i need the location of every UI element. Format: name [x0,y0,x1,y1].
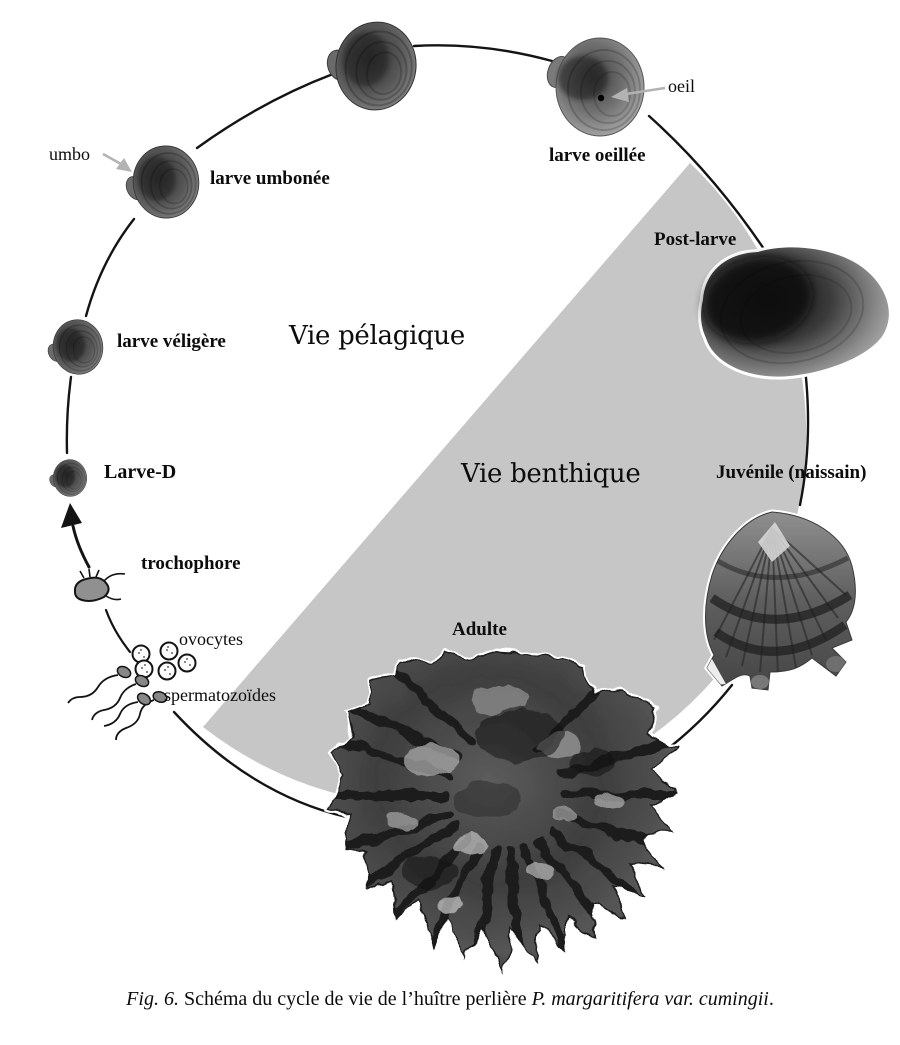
stage-label-post-larve: Post-larve [654,229,737,250]
umbo-arrow [102,152,132,172]
benthic-zone-wedge [203,163,807,807]
stage-label-spermatozoides: spermatozoïdes [164,685,276,705]
arc-veligere-to-larved [65,375,73,455]
oeil-arrow [611,86,666,102]
arc-oeillee-to-postlarve [647,114,772,260]
stage-label-ovocytes: ovocytes [179,629,243,649]
larve-veligere-image [42,317,107,379]
trochophore-image [73,568,126,602]
stage-label-adulte: Adulte [452,619,507,640]
arc-bottom-left [172,710,348,819]
caption-fig-number: Fig. 6. [126,988,179,1010]
sperm-cells [67,665,168,741]
larve-oeillee-image [546,37,645,137]
arc-top-to-oeillee [412,44,554,63]
umbo-annotation-label: umbo [49,144,91,164]
trochophore-to-larved-arrow [61,503,91,569]
larve-d-image [47,458,89,498]
early-veliger-image [317,15,421,115]
figure-caption: Fig. 6. Schéma du cycle de vie de l’huît… [0,988,900,1011]
arc-umbonee-to-veligere [84,217,136,318]
juvenile-image [703,509,858,693]
arc-umbonee-to-top [195,72,335,150]
arc-postlarve-to-juvenile [798,366,810,507]
stage-label-larve-umbonee: larve umbonée [210,168,330,189]
eye-spot [597,94,605,102]
oocyte-cells [131,641,197,681]
caption-species: P. margaritifera var. cumingii [531,988,769,1010]
larve-umbonee-image [120,143,202,222]
caption-body: Schéma du cycle de vie de l’huître perli… [178,988,532,1010]
stage-label-larve-oeillee: larve oeillée [549,145,646,166]
stage-label-larve-veligere: larve véligère [117,331,226,352]
stage-label-larve-d: Larve-D [104,461,177,483]
zone-label-benthic: Vie benthique [461,459,641,489]
stage-label-juvenile: Juvénile (naissain) [716,462,867,483]
oeil-annotation-label: oeil [668,76,695,96]
zone-label-pelagic: Vie pélagique [289,321,465,351]
stage-label-trochophore: trochophore [141,553,241,574]
adulte-image [325,648,684,982]
gametes-to-trochophore-line [104,608,132,654]
caption-period: . [768,988,774,1010]
post-larve-image [698,244,892,380]
